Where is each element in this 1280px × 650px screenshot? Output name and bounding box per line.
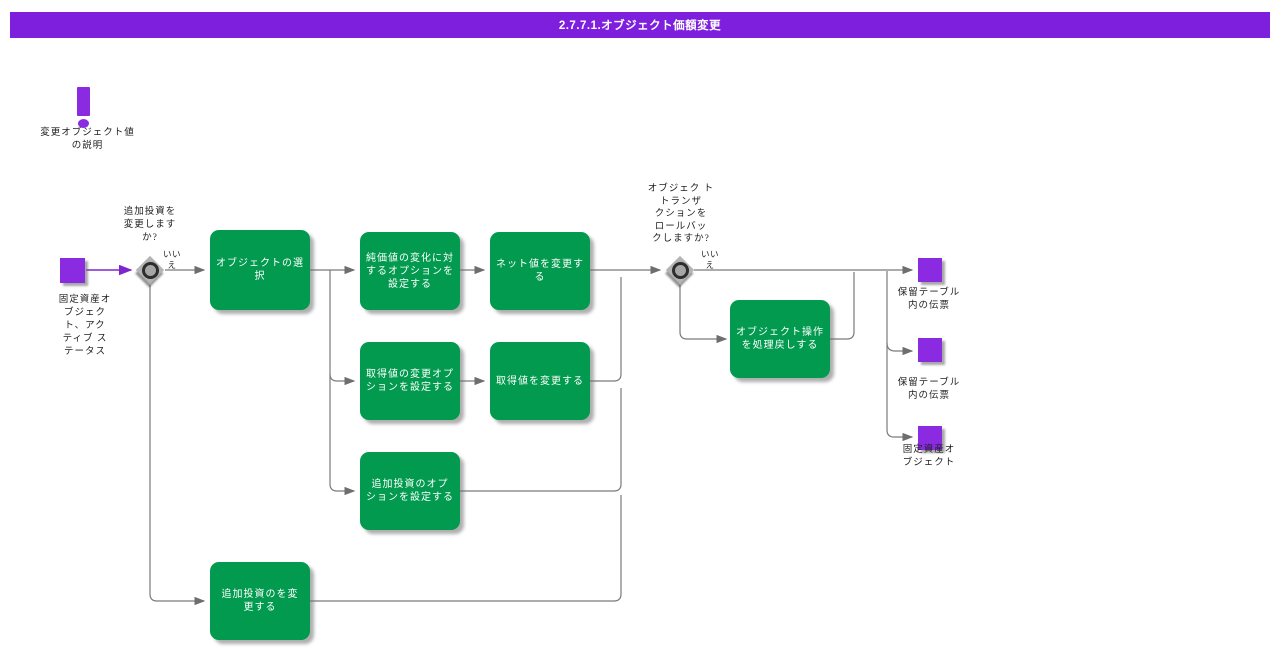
end-event-doc2-square xyxy=(918,338,942,362)
gateway2-question: オブジェク ト トランザ クションを ロールバッ クしますか? xyxy=(635,183,727,246)
task-reverse-operation: オブジェクト操作 を処理戻しする xyxy=(730,300,830,378)
edge-change-inv-merge xyxy=(310,495,621,601)
end-event-doc2-label: 保留テーブル 内の伝票 xyxy=(884,377,974,403)
edge-gateway2-down-to-reverse xyxy=(680,285,726,339)
gateway2-circle-icon xyxy=(672,262,689,279)
task-change-acq: 取得値を変更する xyxy=(490,342,590,420)
gateway1-question: 追加投資を 変更します か? xyxy=(105,206,195,245)
gateway2-branch-no-label: いい え xyxy=(697,249,723,271)
note-label: 変更オブジェクト値 の説明 xyxy=(30,127,145,153)
gateway1-circle-icon xyxy=(142,262,159,279)
gateway1-branch-no-label: いい え xyxy=(159,249,185,271)
end-event-doc1-square xyxy=(918,258,942,282)
start-event-label: 固定資産オ ブジェク ト、アク ティブ ス テータス xyxy=(35,294,135,359)
edge-change-acq-merge xyxy=(590,277,621,381)
edge-reverse-return xyxy=(830,272,854,339)
task-net-options: 純価値の変化に対 するオプションを 設定する xyxy=(360,232,460,310)
task-select-object: オブジェクトの選 択 xyxy=(210,230,310,310)
end-event-asset-label: 固定資産オ ブジェクト xyxy=(884,444,974,470)
task-acq-options: 取得値の変更オプ ションを設定する xyxy=(360,342,460,420)
edge-branch-to-acq-options xyxy=(330,374,354,381)
end-event-doc1-label: 保留テーブル 内の伝票 xyxy=(884,287,974,313)
gateway2-diamond xyxy=(666,256,694,284)
start-event-square xyxy=(60,258,85,283)
edge-gateway1-down-to-change-inv xyxy=(150,285,204,601)
edge-branch-to-inv-options xyxy=(330,484,354,491)
task-inv-options: 追加投資のオプ ションを設定する xyxy=(360,452,460,530)
edge-branch-to-doc2 xyxy=(887,343,912,351)
task-change-net: ネット値を変更す る xyxy=(490,232,590,310)
task-change-inv: 追加投資のを変 更する xyxy=(210,562,310,640)
